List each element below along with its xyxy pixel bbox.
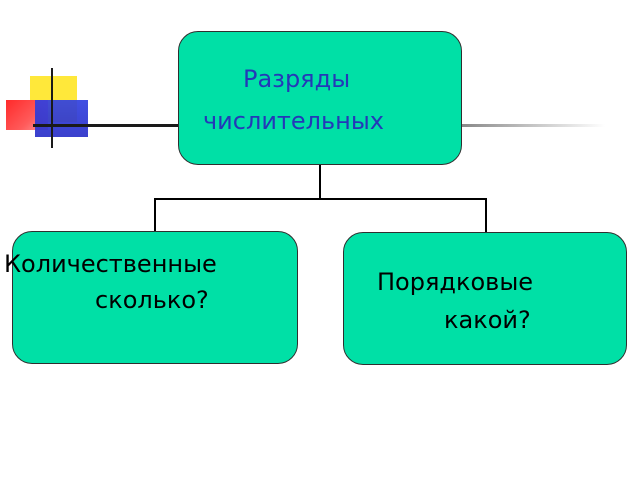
decor-blue-square	[35, 100, 88, 137]
left-node-question: сколько?	[95, 286, 209, 314]
root-node-title-line2: числительных	[203, 107, 384, 135]
connector-horizontal-bar	[154, 198, 487, 200]
connector-root-stem	[319, 165, 321, 200]
right-node-title: Порядковые	[377, 268, 534, 296]
left-node-box	[12, 231, 298, 364]
connector-right-branch	[485, 198, 487, 232]
right-node-question: какой?	[444, 306, 531, 334]
right-node-box	[343, 232, 627, 365]
decor-vertical-line	[51, 68, 53, 148]
left-node-title: Количественные	[4, 250, 217, 278]
connector-left-branch	[154, 198, 156, 231]
root-node-box	[178, 31, 462, 165]
root-node-title-line1: Разряды	[243, 65, 351, 93]
